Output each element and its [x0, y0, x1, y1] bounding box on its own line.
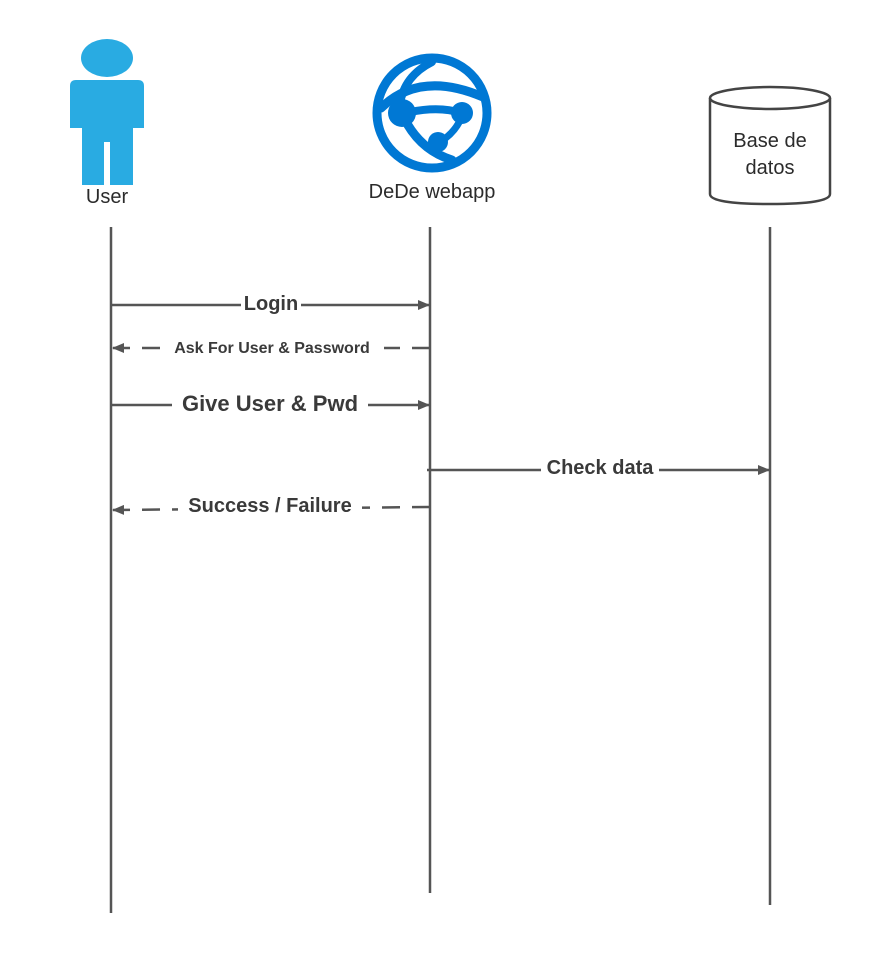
message-label: Login [244, 293, 298, 315]
message-label-bg [172, 390, 368, 418]
message-label: Ask For User & Password [174, 340, 370, 357]
message-label-bg [178, 494, 362, 518]
person-icon [70, 39, 144, 185]
database-label-line2: datos [746, 157, 795, 179]
azure-web-app-globe-icon [372, 53, 492, 173]
webapp-label: DeDe webapp [369, 181, 496, 203]
database-cylinder-icon [708, 85, 832, 206]
message-label-bg [162, 337, 384, 359]
message-label-bg [241, 292, 301, 316]
message-login: Login [111, 292, 430, 316]
message-label-bg [541, 457, 659, 481]
webapp-actor: DeDe webapp [369, 53, 496, 203]
message-label: Success / Failure [188, 495, 351, 517]
message-check-data: Check data [427, 457, 770, 481]
message-label: Give User & Pwd [182, 391, 358, 416]
message-ask-credentials: Ask For User & Password [112, 337, 430, 359]
message-label: Check data [547, 457, 655, 479]
database-actor: Base de datos [708, 85, 832, 206]
database-label-line1: Base de [733, 130, 806, 152]
message-success-failure: Success / Failure [112, 494, 431, 518]
message-give-credentials: Give User & Pwd [111, 390, 430, 418]
user-label: User [86, 186, 129, 208]
user-actor: User [70, 39, 144, 208]
